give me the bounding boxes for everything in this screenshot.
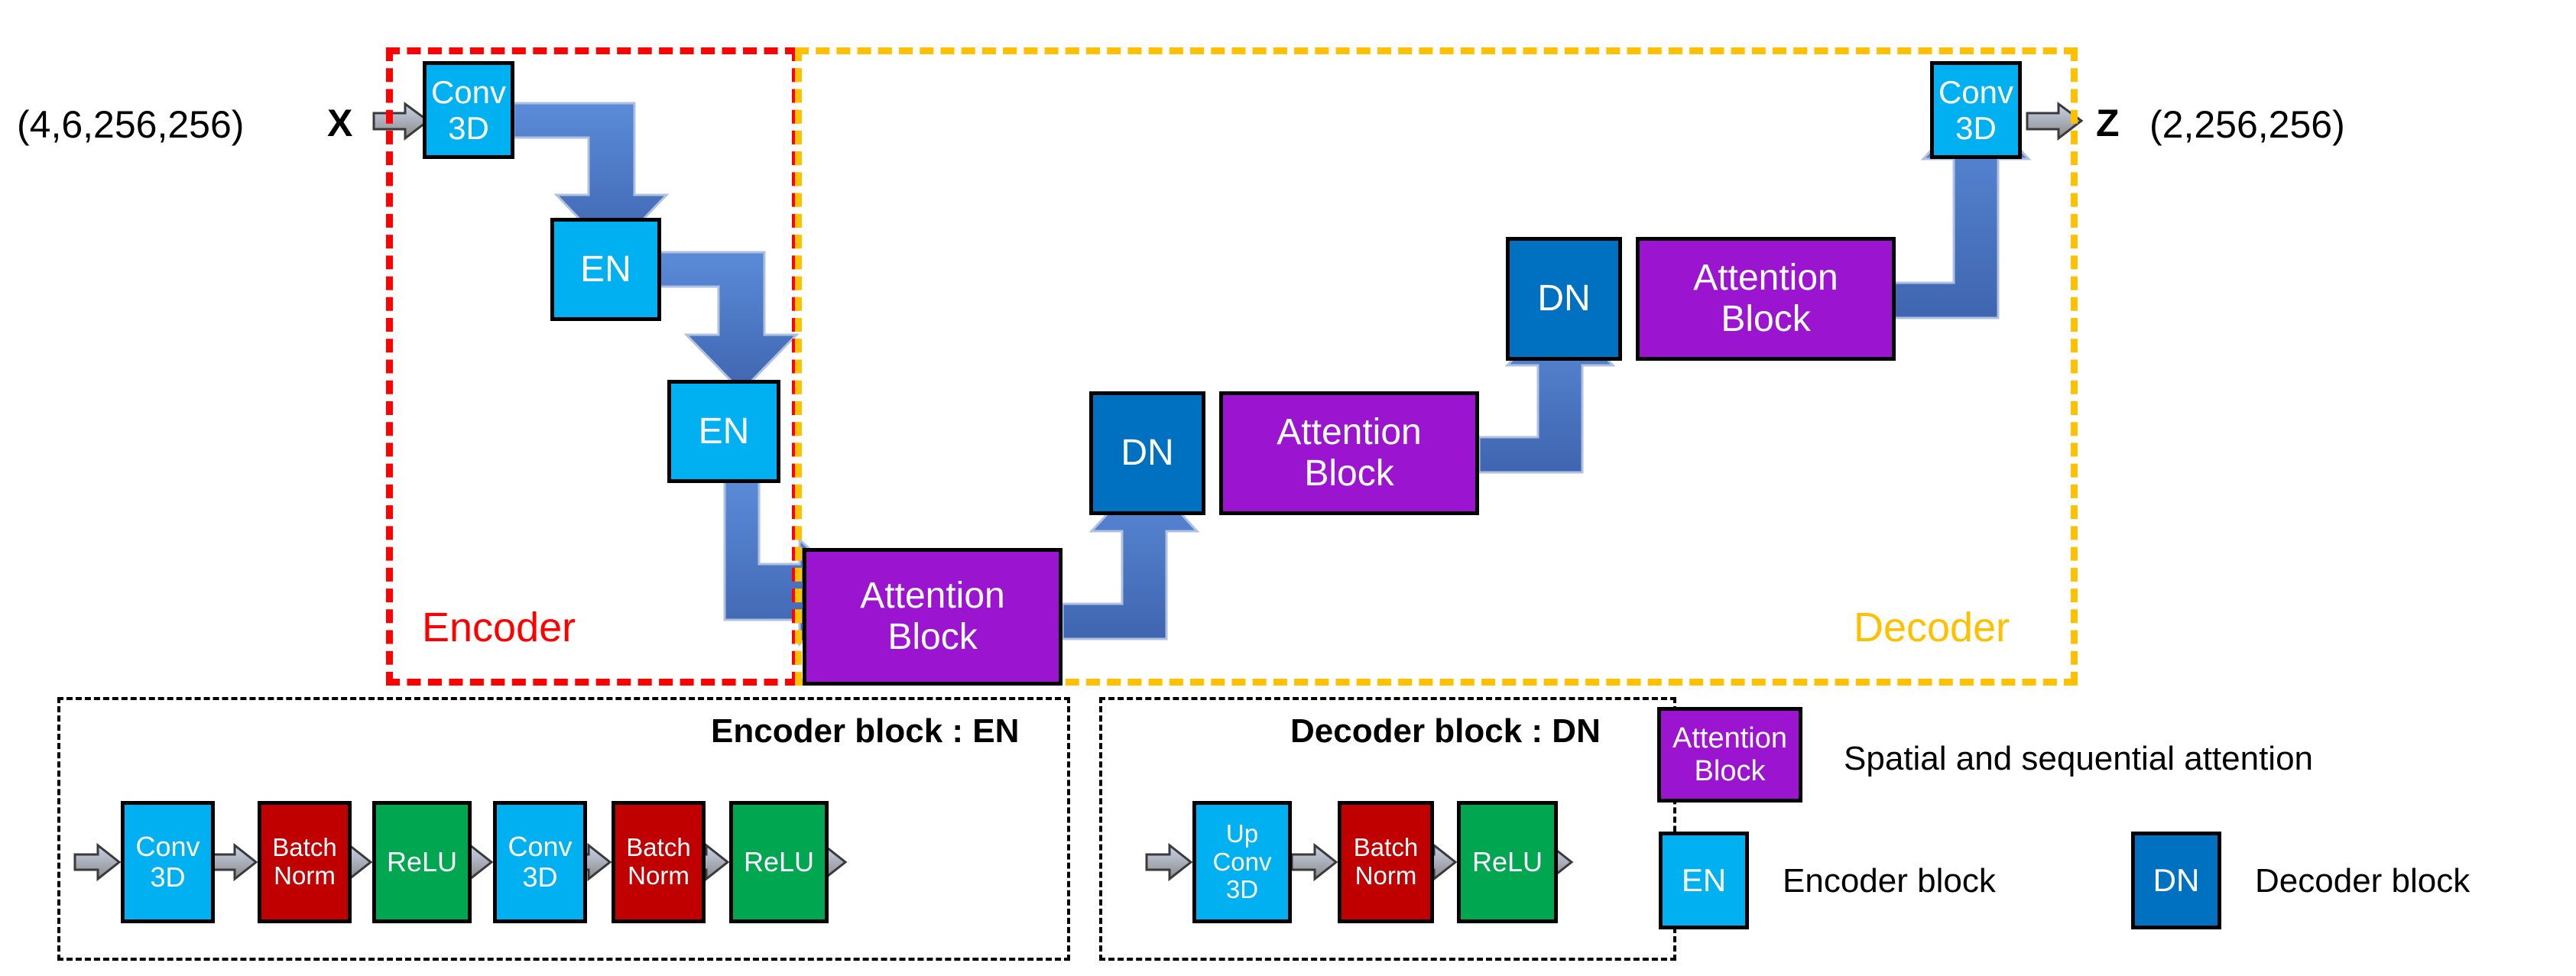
block-en-1[interactable]: EN [550, 218, 661, 321]
block-line: Conv [135, 830, 200, 862]
block-line: Attention [860, 576, 1005, 617]
legend-swatch-decoder-block[interactable]: DN [2131, 832, 2221, 929]
legend-swatch-attention-block[interactable]: Attention Block [1657, 707, 1802, 803]
encoder-panel-block-relu-1[interactable]: ReLU [372, 801, 472, 923]
block-attention-3[interactable]: Attention Block [1636, 237, 1896, 361]
decoder-panel-block-relu[interactable]: ReLU [1457, 801, 1558, 923]
input-symbol-label: X [327, 102, 353, 144]
block-en-2[interactable]: EN [667, 380, 780, 483]
block-line: EN [580, 248, 631, 290]
block-line: 3D [1955, 110, 1997, 146]
encoder-panel-block-conv3d-1[interactable]: Conv 3D [121, 801, 215, 923]
output-shape-label: (2,256,256) [2149, 103, 2345, 146]
block-attention-2[interactable]: Attention Block [1219, 391, 1479, 515]
block-line: EN [1681, 862, 1727, 899]
block-line: DN [1537, 278, 1591, 319]
encoder-region-label: Encoder [422, 605, 576, 650]
block-line: ReLU [1471, 845, 1543, 877]
encoder-panel-block-relu-2[interactable]: ReLU [729, 801, 829, 923]
output-symbol-label: Z [2096, 102, 2120, 144]
block-line: 3D [1225, 875, 1259, 904]
block-line: Batch [272, 833, 337, 862]
block-line: Up [1225, 819, 1259, 848]
encoder-block-panel [57, 697, 1070, 961]
block-line: Attention [1693, 258, 1838, 299]
block-line: DN [2153, 862, 2200, 899]
input-shape-label: (4,6,256,256) [17, 103, 245, 146]
block-line: EN [698, 410, 750, 452]
decoder-panel-block-batchnorm[interactable]: Batch Norm [1338, 801, 1434, 923]
block-dn-2[interactable]: DN [1506, 237, 1622, 361]
encoder-panel-block-batchnorm-2[interactable]: Batch Norm [612, 801, 706, 923]
decoder-panel-block-upconv3d[interactable]: Up Conv 3D [1192, 801, 1292, 923]
block-conv3d-output[interactable]: Conv 3D [1930, 61, 2022, 159]
legend-label-encoder-block: Encoder block [1783, 862, 1996, 900]
decoder-region-label: Decoder [1854, 605, 2010, 650]
block-line: Attention [1672, 721, 1787, 754]
block-line: Norm [274, 861, 336, 890]
block-attention-1[interactable]: Attention Block [803, 548, 1063, 686]
block-line: Norm [1355, 861, 1417, 890]
block-line: Conv [1212, 847, 1272, 876]
block-dn-1[interactable]: DN [1089, 391, 1205, 515]
decoder-region-box [795, 47, 2078, 686]
block-line: 3D [150, 861, 186, 893]
decoder-panel-title: Decoder block : DN [1290, 712, 1601, 750]
block-line: Block [1721, 299, 1811, 339]
block-line: Block [1694, 754, 1766, 787]
encoder-panel-block-conv3d-2[interactable]: Conv 3D [493, 801, 587, 923]
block-line: Conv [1938, 73, 2014, 110]
block-line: Batch [1353, 833, 1419, 862]
block-line: Block [887, 617, 978, 657]
block-line: 3D [448, 110, 489, 146]
block-line: Conv [430, 73, 507, 110]
block-line: Conv [508, 830, 573, 862]
block-line: Attention [1277, 412, 1422, 453]
block-line: ReLU [743, 845, 815, 877]
block-line: Batch [626, 833, 691, 862]
block-line: 3D [522, 861, 558, 893]
block-line: ReLU [386, 845, 458, 877]
encoder-panel-title: Encoder block : EN [711, 712, 1020, 750]
legend-swatch-encoder-block[interactable]: EN [1659, 832, 1749, 929]
encoder-panel-block-batchnorm-1[interactable]: Batch Norm [258, 801, 352, 923]
decoder-block-panel [1099, 697, 1676, 961]
legend-label-decoder-block: Decoder block [2255, 862, 2471, 900]
block-line: Norm [628, 861, 689, 890]
block-line: DN [1121, 433, 1174, 474]
block-conv3d-input[interactable]: Conv 3D [423, 61, 514, 159]
block-line: Block [1304, 453, 1394, 494]
legend-label-attention-block: Spatial and sequential attention [1844, 740, 2314, 777]
